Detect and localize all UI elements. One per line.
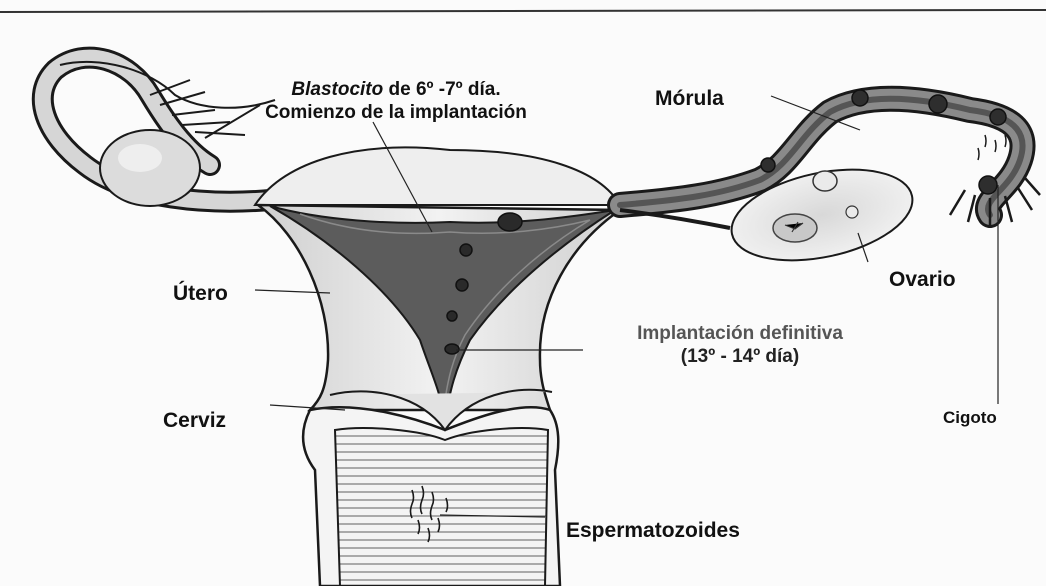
label-blastocito-line2: Comienzo de la implantación xyxy=(265,102,527,123)
top-border xyxy=(0,10,1046,12)
label-espermatozoides: Espermatozoides xyxy=(566,518,740,543)
label-ovario: Ovario xyxy=(889,267,956,292)
label-cerviz: Cerviz xyxy=(163,408,226,433)
label-implantacion-line2: (13º - 14º día) xyxy=(681,346,799,367)
label-implantacion: Implantación definitiva (13º - 14º día) xyxy=(585,323,895,369)
label-cigoto: Cigoto xyxy=(943,408,997,428)
label-morula: Mórula xyxy=(655,86,724,111)
label-blastocito-rest: de 6º -7º día. xyxy=(383,79,500,100)
label-implantacion-line1: Implantación definitiva xyxy=(637,323,843,344)
uterus-fundus xyxy=(255,147,620,205)
label-utero: Útero xyxy=(173,281,228,306)
label-blastocito: Blastocito de 6º -7º día. Comienzo de la… xyxy=(236,79,556,125)
label-blastocito-italic: Blastocito xyxy=(291,79,383,100)
vaginal-canal xyxy=(335,428,548,586)
